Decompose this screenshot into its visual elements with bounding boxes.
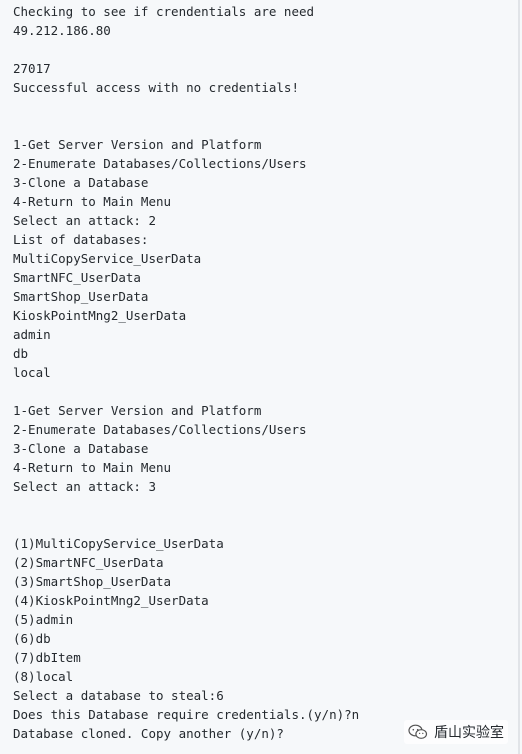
terminal-line: (4)KioskPointMng2_UserData	[13, 593, 209, 608]
terminal-line: Successful access with no credentials!	[13, 80, 299, 95]
terminal-line: (2)SmartNFC_UserData	[13, 555, 164, 570]
terminal-line: 49.212.186.80	[13, 23, 111, 38]
terminal-line	[13, 97, 518, 116]
terminal-line	[13, 496, 518, 515]
terminal-line: 1-Get Server Version and Platform	[13, 403, 262, 418]
terminal-line: 1-Get Server Version and Platform	[13, 137, 262, 152]
terminal-line: 3-Clone a Database	[13, 441, 149, 456]
terminal-line: 27017	[13, 61, 51, 76]
wechat-icon	[408, 724, 428, 740]
terminal-line: MultiCopyService_UserData	[13, 251, 202, 266]
terminal-line: (7)dbItem	[13, 650, 81, 665]
terminal-line: 2-Enumerate Databases/Collections/Users	[13, 156, 307, 171]
terminal-line: SmartNFC_UserData	[13, 270, 141, 285]
terminal-line: (5)admin	[13, 612, 74, 627]
terminal-line: Database cloned. Copy another (y/n)?	[13, 726, 284, 741]
terminal-line: SmartShop_UserData	[13, 289, 149, 304]
terminal-line: 4-Return to Main Menu	[13, 194, 172, 209]
terminal-line	[13, 515, 518, 534]
terminal-line: (3)SmartShop_UserData	[13, 574, 172, 589]
terminal-line: admin	[13, 327, 51, 342]
terminal-line: (8)local	[13, 669, 74, 684]
terminal-line	[13, 116, 518, 135]
terminal-line	[13, 40, 518, 59]
watermark-text: 盾山实验室	[434, 725, 504, 741]
terminal-line: Select an attack: 3	[13, 479, 156, 494]
terminal-line: db	[13, 346, 29, 361]
terminal-line: Select an attack: 2	[13, 213, 156, 228]
terminal-line: Does this Database require credentials.(…	[13, 707, 360, 722]
terminal-line: 4-Return to Main Menu	[13, 460, 172, 475]
terminal-line	[13, 382, 518, 401]
terminal-line: List of databases:	[13, 232, 149, 247]
terminal-line: Checking to see if crendentials are need	[13, 4, 315, 19]
terminal-line: 3-Clone a Database	[13, 175, 149, 190]
terminal-line: local	[13, 365, 51, 380]
terminal-line: Select a database to steal:6	[13, 688, 224, 703]
terminal-line: 2-Enumerate Databases/Collections/Users	[13, 422, 307, 437]
watermark: 盾山实验室	[404, 720, 508, 744]
terminal-line: KioskPointMng2_UserData	[13, 308, 187, 323]
terminal-line: (1)MultiCopyService_UserData	[13, 536, 224, 551]
terminal-line: (6)db	[13, 631, 51, 646]
